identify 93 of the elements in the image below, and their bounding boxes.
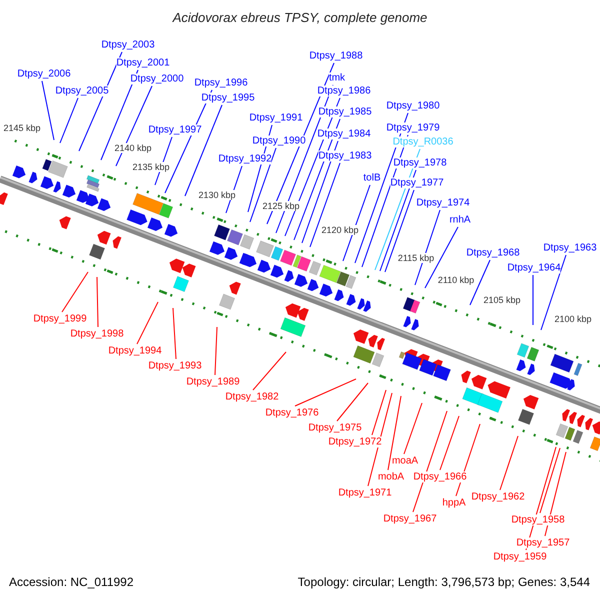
scale-label: 2140 kbp: [114, 143, 152, 153]
gene-label: Dtpsy_1967: [383, 514, 437, 524]
gene-label: Dtpsy_2003: [101, 40, 155, 50]
gene-label: mobA: [378, 472, 404, 482]
leader-line: [250, 148, 276, 222]
footer-text: Topology: circular; Length: 3,796,573 bp; Genes: 3,544: [298, 575, 590, 589]
leader-line: [116, 86, 152, 166]
gene-label: Dtpsy_1979: [386, 122, 440, 134]
footer-text: Accession: NC_011992: [9, 575, 134, 589]
leader-line: [544, 452, 566, 536]
scale-label: 2125 kbp: [262, 201, 300, 211]
gene-label: Dtpsy_1994: [108, 346, 162, 356]
gene-label: Dtpsy_2005: [55, 86, 109, 96]
gene-label: Dtpsy_1986: [317, 86, 371, 96]
leader-line: [136, 302, 158, 344]
gene-label: moaA: [392, 456, 418, 466]
gene-label: Dtpsy_1974: [416, 198, 470, 208]
leader-line: [336, 382, 368, 422]
gene-label: Dtpsy_1996: [194, 78, 248, 88]
gene-label: Dtpsy_1999: [33, 314, 87, 324]
scale-label: 2120 kbp: [321, 225, 359, 235]
leader-line: [342, 184, 370, 262]
leader-line: [302, 140, 338, 244]
leader-line: [172, 308, 176, 360]
scale-label: 2105 kbp: [483, 295, 521, 305]
gene-label: Dtpsy_1972: [328, 436, 382, 448]
gene-label: Dtpsy_1997: [148, 124, 202, 136]
gene-label: Dtpsy_1989: [186, 376, 240, 388]
leader-line: [424, 226, 458, 288]
leader-line: [62, 272, 88, 312]
leader-line: [100, 70, 138, 160]
gene-label: Dtpsy_1998: [70, 328, 124, 340]
gene-label: Dtpsy_1977: [390, 178, 444, 188]
scale-label: 2100 kbp: [554, 314, 592, 324]
leader-line: [184, 104, 222, 196]
leader-line: [380, 170, 416, 272]
leader-line: [404, 402, 422, 454]
leader-line: [214, 326, 218, 376]
gene-label: Dtpsy_R0036: [392, 136, 454, 148]
gene-label: tolB: [363, 172, 381, 184]
gene-label: Dtpsy_1978: [393, 158, 447, 168]
leader-line: [540, 254, 566, 330]
leader-line: [412, 410, 448, 512]
gene-label: Dtpsy_1992: [218, 154, 272, 164]
leader-line: [440, 416, 460, 470]
scale-label: 2135 kbp: [132, 162, 170, 172]
gene-label: Dtpsy_1985: [318, 106, 372, 118]
gene-label: Dtpsy_1991: [249, 112, 303, 124]
gene-label: Dtpsy_1990: [252, 136, 306, 146]
gene-label: Dtpsy_1982: [225, 392, 279, 402]
leader-line: [294, 378, 356, 406]
gene-label: Dtpsy_1976: [265, 408, 319, 418]
gene-label: Dtpsy_2001: [116, 58, 170, 68]
scale-label: 2110 kbp: [438, 275, 474, 285]
gene-label: tmk: [328, 72, 346, 84]
leader-line: [310, 162, 340, 248]
leader-line: [372, 390, 386, 436]
leader-line: [388, 396, 402, 470]
gene-label: Dtpsy_1958: [511, 514, 565, 526]
scale-label: 2145 kbp: [3, 123, 41, 133]
gene-label: Dtpsy_1975: [308, 422, 362, 434]
gene-label: Dtpsy_1984: [317, 128, 371, 140]
leader-line: [500, 436, 518, 490]
gene-label: Dtpsy_2000: [130, 74, 184, 84]
leader-line: [252, 352, 286, 390]
leader-line: [414, 210, 440, 286]
gene-label: rnhA: [449, 214, 471, 226]
gene-label: Dtpsy_1962: [471, 492, 525, 502]
leader-line: [532, 274, 534, 326]
gene-label: Dtpsy_1957: [516, 538, 570, 548]
gene-label: Dtpsy_1993: [148, 360, 202, 372]
leader-line: [42, 80, 54, 140]
gene-label: Dtpsy_2006: [17, 68, 71, 80]
gene-label: hppA: [442, 498, 466, 508]
gene-label: Dtpsy_1963: [543, 242, 597, 254]
gene-label: Dtpsy_1959: [493, 552, 547, 562]
leader-line: [540, 448, 560, 514]
gene-label: Dtpsy_1980: [386, 100, 440, 112]
gene-label: Dtpsy_1995: [201, 92, 255, 104]
gene-label: Dtpsy_1966: [413, 472, 467, 482]
gene-label: Dtpsy_1971: [338, 488, 392, 498]
gene-label: Dtpsy_1968: [466, 248, 520, 258]
gene-label: Dtpsy_1964: [507, 262, 561, 274]
leader-line: [470, 260, 490, 306]
leader-line: [60, 98, 78, 144]
gene-label: Dtpsy_1983: [318, 150, 372, 162]
leader-line: [96, 276, 98, 328]
title: Acidovorax ebreus TPSY, complete genome: [171, 10, 428, 25]
scale-label: 2130 kbp: [198, 190, 236, 200]
leader-line: [368, 392, 392, 486]
leader-line: [384, 190, 414, 272]
gene-label: Dtpsy_1988: [309, 50, 363, 62]
scale-label: 2115 kbp: [398, 253, 434, 263]
